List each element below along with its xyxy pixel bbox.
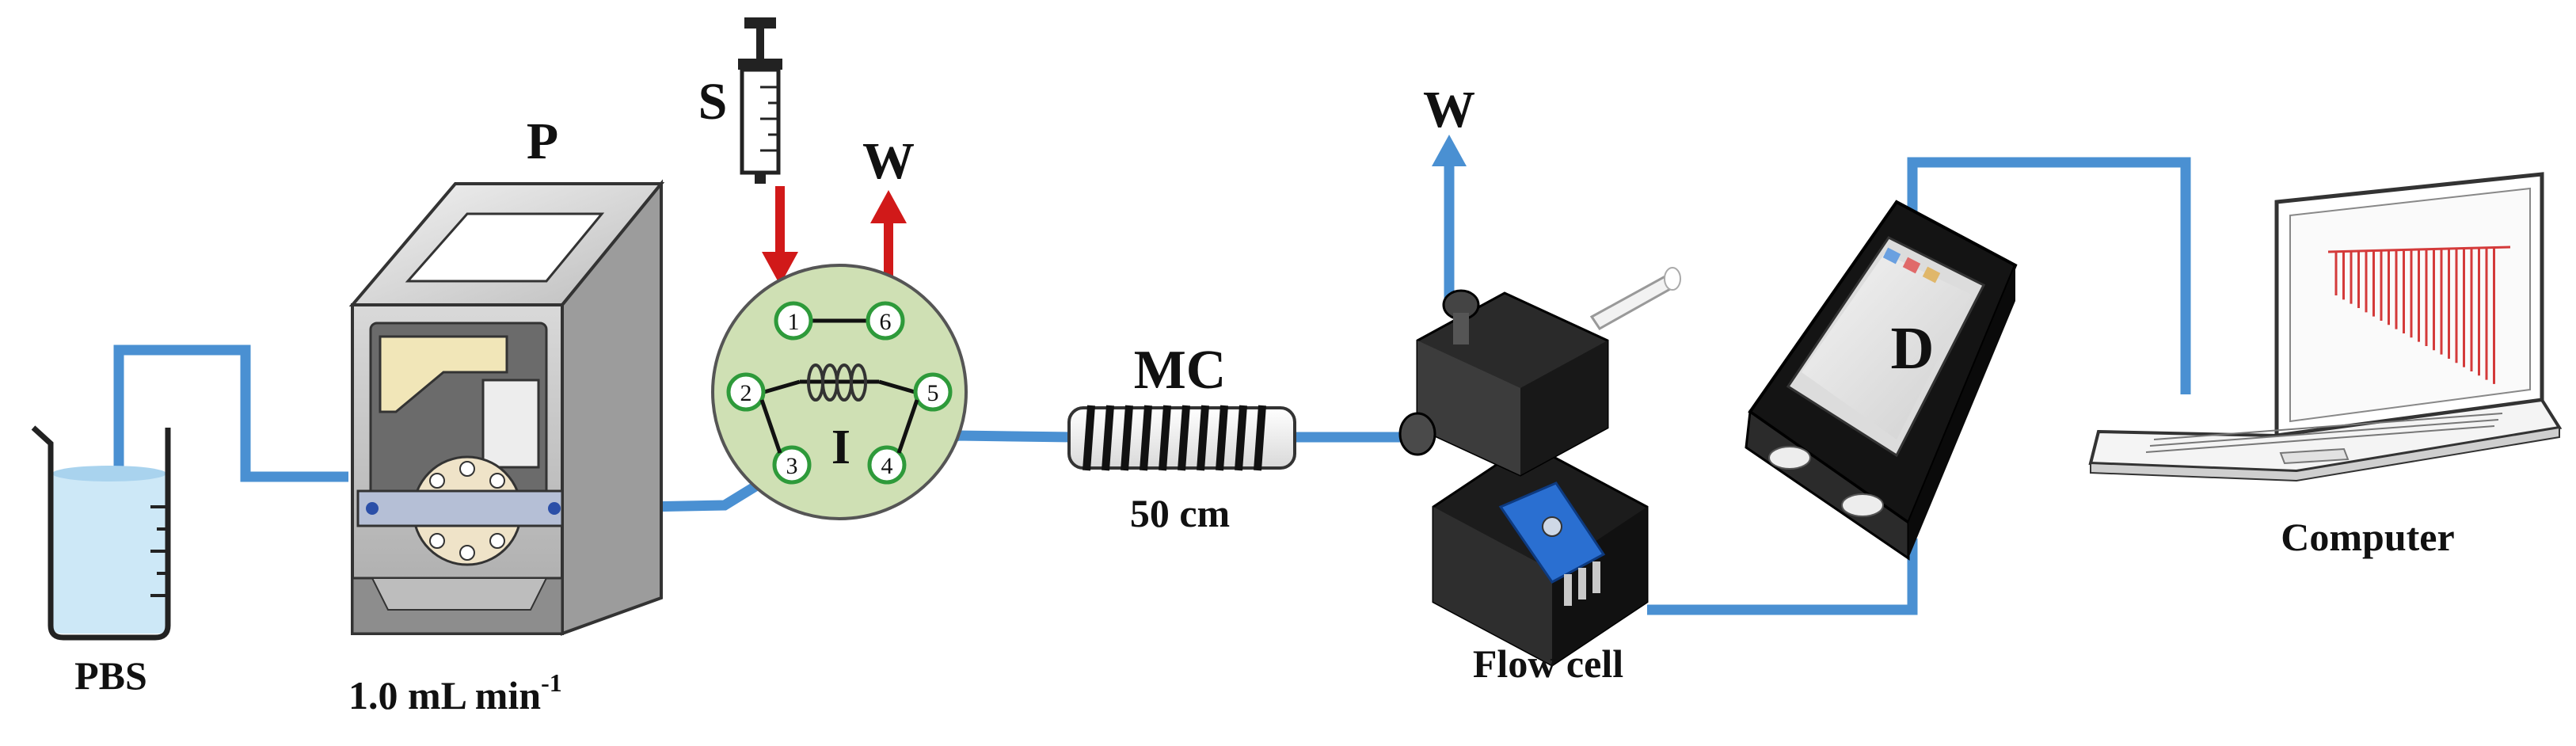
port-3-label: 3 bbox=[786, 453, 798, 479]
port-4 bbox=[867, 445, 907, 485]
pbs-label: PBS bbox=[74, 653, 147, 698]
coil-label: MC bbox=[1134, 340, 1227, 401]
port-6-label: 6 bbox=[880, 309, 892, 335]
injector-label: I bbox=[831, 421, 850, 474]
port-6 bbox=[866, 301, 905, 341]
signal-trace bbox=[2327, 245, 2511, 384]
port-2 bbox=[726, 372, 766, 412]
flow-rate-exponent: -1 bbox=[541, 668, 562, 697]
flow-cell-label: Flow cell bbox=[1473, 641, 1623, 686]
flow-rate-label: 1.0 mL min-1 bbox=[348, 668, 562, 717]
device-label: D bbox=[1891, 315, 1935, 382]
flow-rate-value: 1.0 mL min bbox=[348, 673, 541, 717]
waste-arrowhead-flowcell bbox=[1432, 135, 1467, 166]
pbs-beaker bbox=[31, 425, 171, 641]
computer-label: Computer bbox=[2281, 515, 2454, 559]
tube-cell-to-device bbox=[1647, 539, 1918, 615]
tube-beaker-to-pump bbox=[113, 344, 348, 482]
waste-label-flowcell: W bbox=[1423, 81, 1475, 139]
port-5-label: 5 bbox=[927, 380, 939, 406]
injection-valve: 1 2 3 4 5 6 bbox=[711, 264, 968, 520]
mixing-coil bbox=[1067, 405, 1296, 471]
port-5 bbox=[913, 372, 953, 412]
pump-label: P bbox=[527, 112, 558, 170]
peristaltic-pump bbox=[348, 179, 665, 636]
waste-label-valve: W bbox=[862, 132, 915, 190]
valve-ports bbox=[726, 301, 953, 485]
laptop-computer bbox=[2088, 172, 2563, 482]
syringe bbox=[738, 17, 782, 184]
coil-length-label: 50 cm bbox=[1130, 491, 1230, 535]
port-2-label: 2 bbox=[740, 380, 752, 406]
port-1 bbox=[774, 301, 813, 341]
port-1-label: 1 bbox=[788, 309, 800, 335]
port-4-label: 4 bbox=[881, 453, 893, 479]
syringe-label: S bbox=[698, 73, 728, 131]
potentiostat-device bbox=[1745, 200, 2018, 561]
port-3 bbox=[772, 445, 812, 485]
tube-device-to-computer bbox=[1907, 157, 2191, 394]
flow-cell bbox=[1398, 267, 1681, 667]
